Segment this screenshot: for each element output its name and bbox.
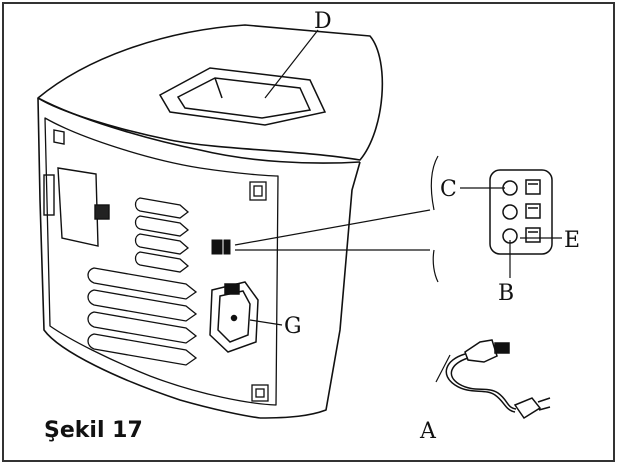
callout-d: D [314,9,332,34]
leader-lines [234,29,562,383]
corner-screws [249,181,269,402]
lower-vents [87,267,198,366]
figure-caption: Şekil 17 [44,418,143,443]
device-body [37,24,384,419]
callout-a: A [419,419,437,444]
body-connector [211,239,231,255]
power-inlet [209,281,259,353]
power-cord [445,339,551,420]
callout-c: C [440,177,457,202]
connector-panel-detail [489,169,553,255]
callout-b: B [498,281,514,306]
upper-vents [134,197,190,273]
callout-g: G [284,314,302,339]
callout-e: E [564,228,580,253]
handle-recess [158,67,327,126]
side-hatch [43,129,110,247]
